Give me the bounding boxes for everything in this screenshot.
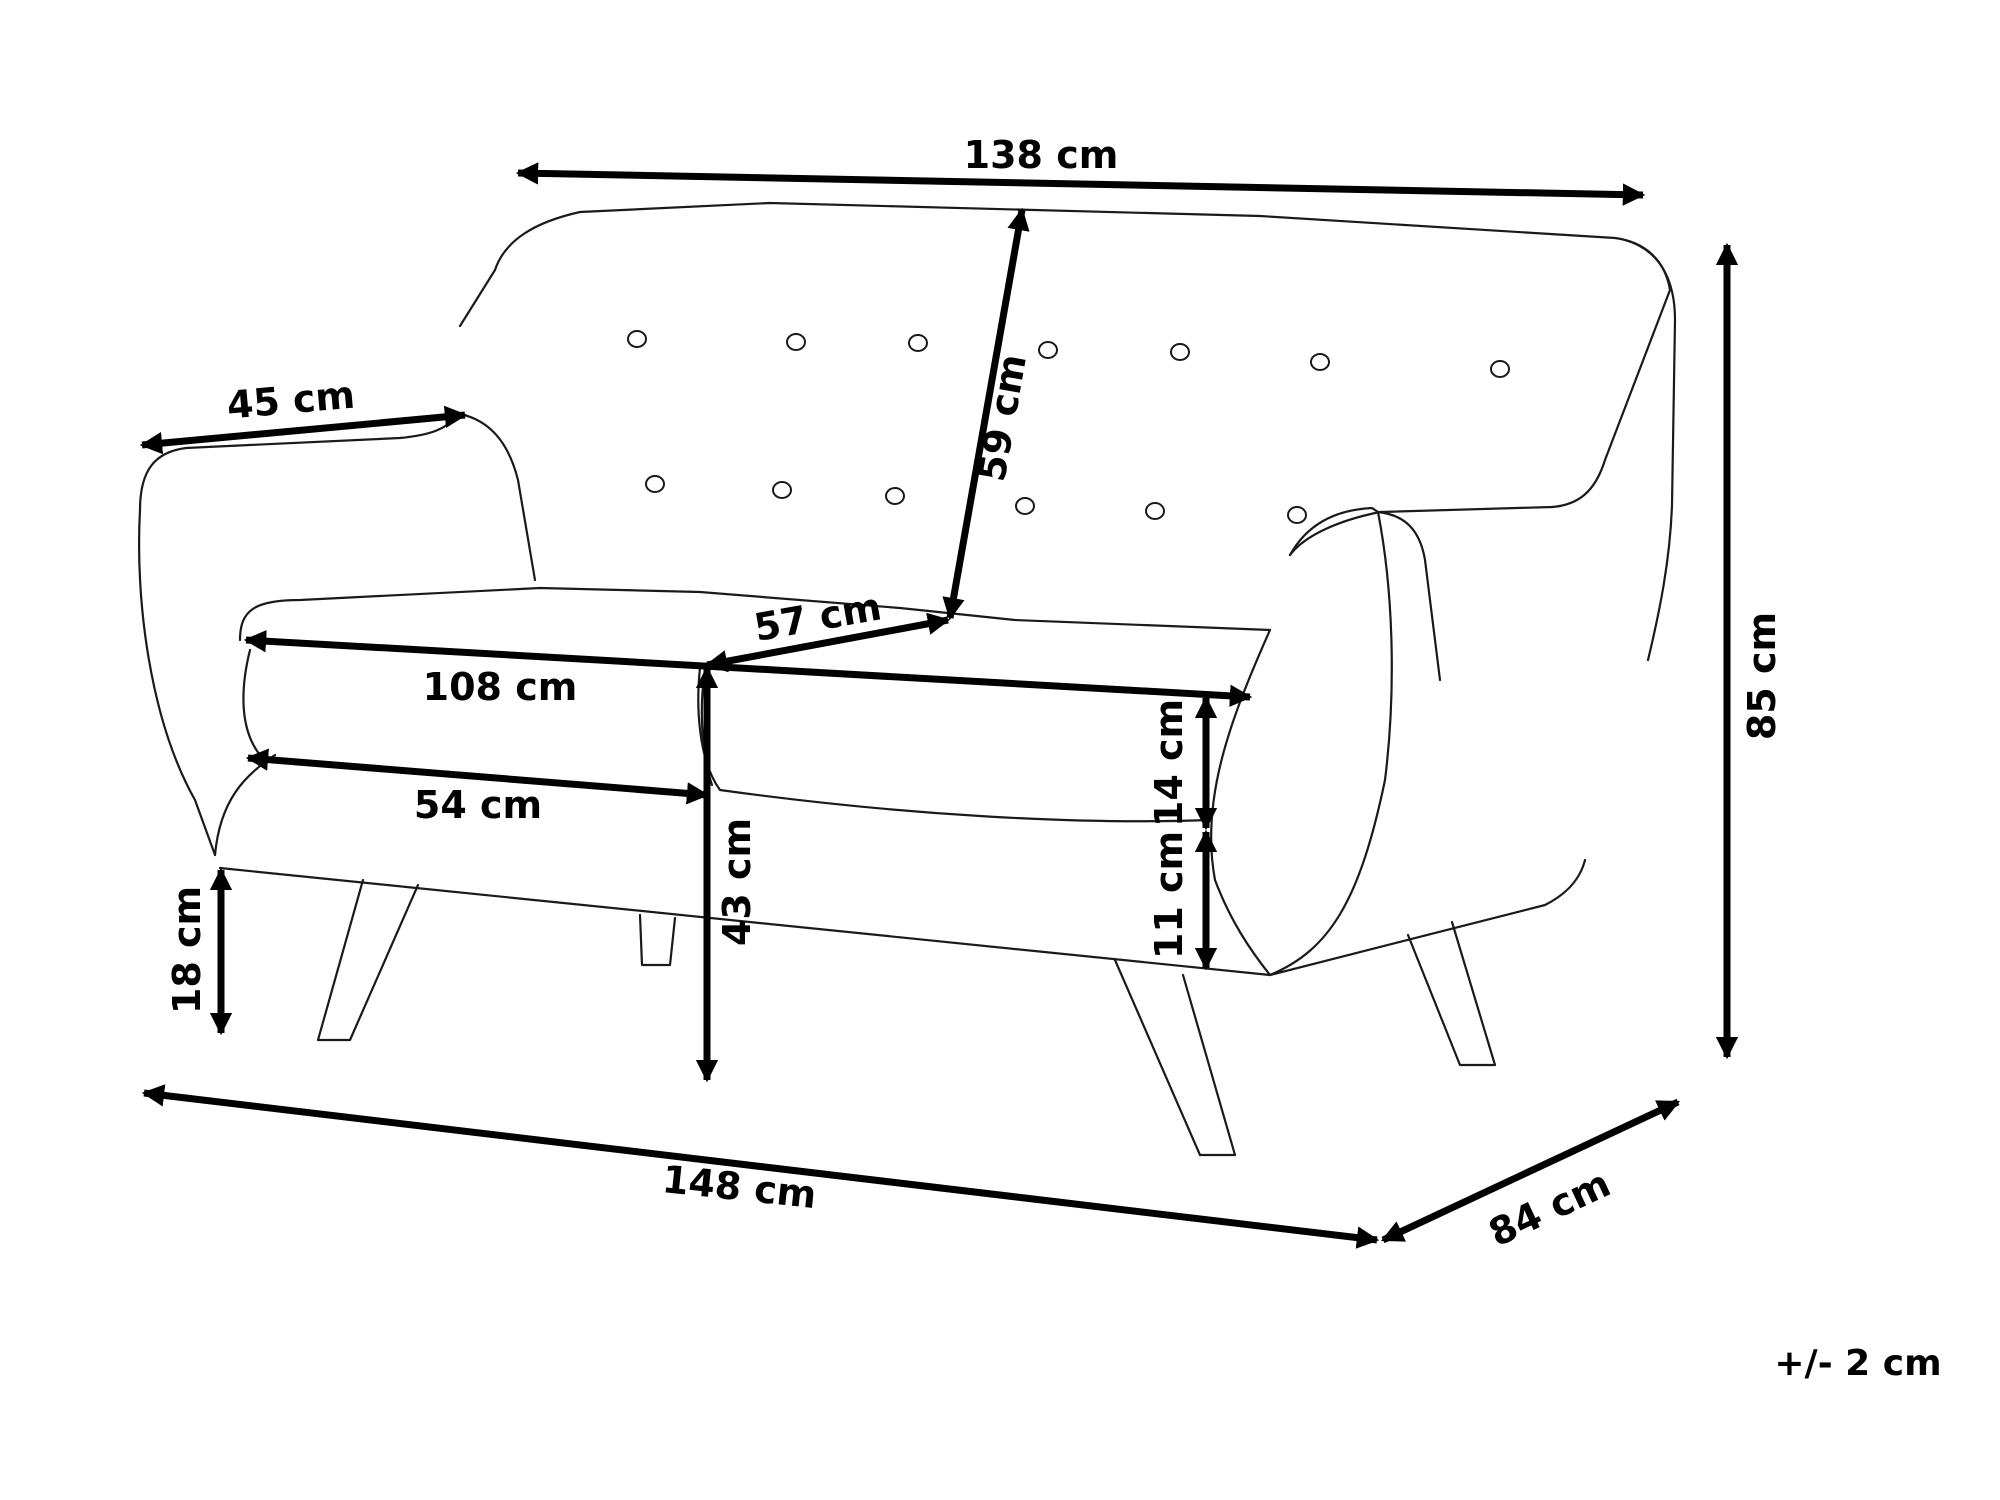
tufting-button: [772, 481, 792, 499]
tufting-button: [1170, 343, 1190, 361]
label-seat-height: 43 cm: [715, 818, 759, 946]
dim-arrow-backrest-width: [515, 162, 1646, 206]
sofa-backrest: [458, 201, 1672, 557]
tufting-button: [1490, 360, 1510, 378]
label-armrest-width: 45 cm: [225, 373, 357, 428]
dim-arrow-total-width: [141, 1084, 1380, 1249]
label-total-height: 85 cm: [1740, 612, 1784, 740]
dim-arrow-cushion-width: [245, 748, 710, 805]
tolerance-note: +/- 2 cm: [1774, 1343, 1941, 1384]
tufting-button: [627, 330, 647, 348]
label-total-depth: 84 cm: [1482, 1161, 1617, 1255]
sofa-leg-front-left: [316, 878, 420, 1042]
sofa-seat-top: [238, 586, 1272, 642]
tufting-buttons: [627, 330, 1510, 524]
sofa-base: [218, 858, 1587, 977]
dim-arrow-seat-width: [243, 629, 1253, 708]
sofa-left-armrest-front: [213, 753, 277, 857]
sofa-leg-back-right: [1406, 920, 1497, 1067]
tufting-button: [1015, 497, 1035, 515]
sofa-backrest-right-edge: [1623, 238, 1677, 662]
sofa-right-armrest: [1268, 506, 1393, 977]
tufting-button: [786, 333, 806, 351]
label-cushion-thickness: 14 cm: [1147, 699, 1191, 827]
tufting-button: [1038, 341, 1058, 359]
sofa-right-armrest-side: [1376, 510, 1442, 682]
sofa-seat-front: [242, 648, 1212, 823]
sofa-leg-front-right: [1113, 958, 1237, 1157]
label-base-thickness: 11 cm: [1147, 831, 1191, 959]
label-total-width: 148 cm: [660, 1157, 818, 1217]
sofa-leg-back-middle: [638, 913, 677, 967]
label-backrest-width: 138 cm: [964, 133, 1119, 177]
tufting-button: [645, 475, 665, 493]
label-seat-depth: 57 cm: [751, 584, 885, 650]
label-cushion-width: 54 cm: [414, 783, 542, 827]
tufting-button: [1145, 502, 1165, 520]
tufting-button: [885, 487, 905, 505]
tufting-button: [1287, 506, 1307, 524]
tufting-button: [908, 334, 928, 352]
label-leg-height: 18 cm: [165, 886, 209, 1014]
dim-arrow-total-depth: [1380, 1098, 1681, 1244]
dimension-lines: [139, 162, 1739, 1249]
dim-arrow-armrest-width: [139, 405, 468, 455]
dim-arrow-backrest-height: [942, 207, 1030, 621]
label-backrest-height: 59 cm: [969, 351, 1035, 485]
tufting-button: [1310, 353, 1330, 371]
sofa-right-front-panel: [1209, 628, 1272, 977]
label-seat-width: 108 cm: [423, 665, 578, 709]
